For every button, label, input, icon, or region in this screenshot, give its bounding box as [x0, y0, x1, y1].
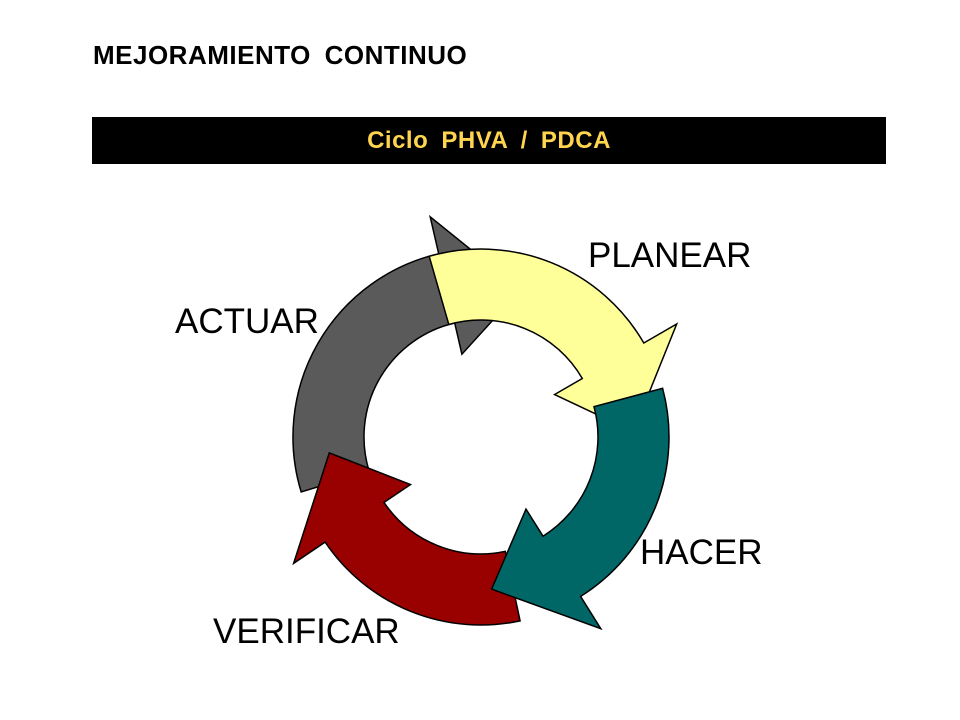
arrow-planear	[428, 248, 679, 433]
page-title: MEJORAMIENTO CONTINUO	[93, 40, 468, 70]
label-actuar: ACTUAR	[175, 302, 319, 341]
label-hacer: HACER	[640, 533, 763, 572]
cycle-banner: Ciclo PHVA / PDCA	[92, 117, 886, 164]
label-verificar: VERIFICAR	[213, 612, 400, 651]
label-planear: PLANEAR	[588, 236, 752, 275]
arrow-verificar	[292, 451, 521, 626]
banner-text: Ciclo PHVA / PDCA	[367, 126, 611, 154]
arrow-hacer	[490, 387, 670, 631]
